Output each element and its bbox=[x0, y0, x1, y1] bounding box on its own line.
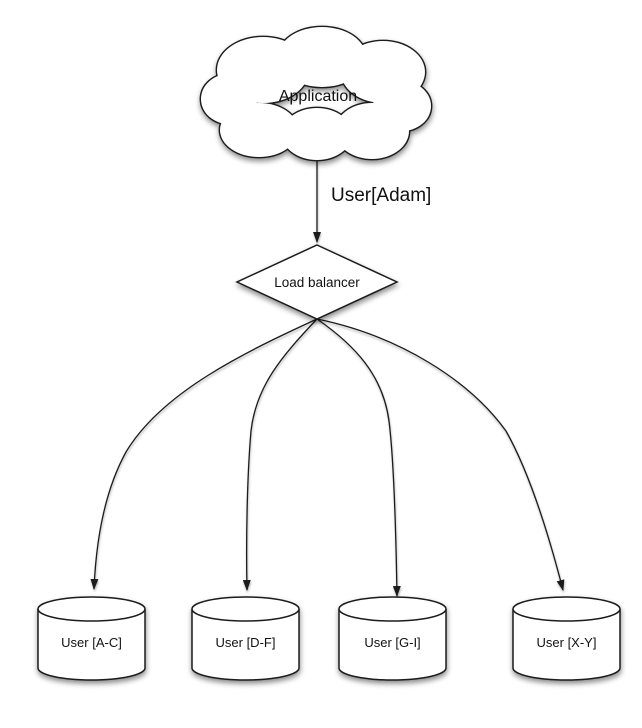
edge-lb-to-shard-df bbox=[242, 318, 318, 591]
node-shard-df: User [D-F] bbox=[191, 596, 300, 681]
load-balancer-label: Load balancer bbox=[274, 275, 360, 290]
shard-df-label: User [D-F] bbox=[216, 635, 276, 650]
node-shard-gi: User [G-I] bbox=[338, 596, 447, 681]
edge-group bbox=[90, 158, 565, 597]
edge-lb-to-shard-ac bbox=[90, 318, 318, 590]
diamond-shape bbox=[235, 244, 399, 320]
shard-gi-label: User [G-I] bbox=[364, 635, 420, 650]
shard-xy-label: User [X-Y] bbox=[537, 635, 597, 650]
node-shard-xy: User [X-Y] bbox=[512, 596, 621, 681]
node-shard-ac: User [A-C] bbox=[37, 596, 146, 681]
node-load-balancer: Load balancer bbox=[235, 244, 399, 320]
node-application: Application bbox=[199, 25, 433, 162]
application-label: Application bbox=[279, 88, 357, 105]
shard-ac-label: User [A-C] bbox=[61, 635, 122, 650]
edge-lb-to-shard-xy bbox=[316, 318, 565, 591]
edge-lb-to-shard-gi bbox=[316, 318, 401, 597]
edge-label-user-adam: User[Adam] bbox=[331, 185, 431, 206]
